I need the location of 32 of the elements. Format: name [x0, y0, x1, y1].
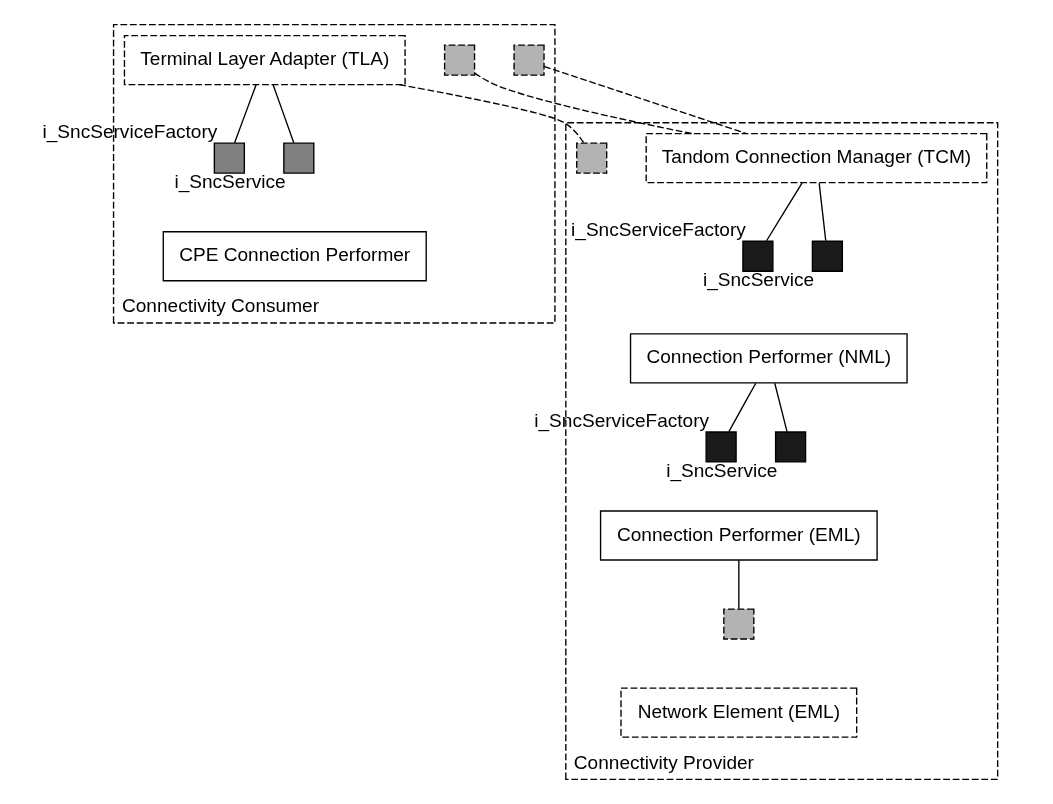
- connector: [765, 182, 803, 242]
- node-label: i_SncServiceFactory: [570, 219, 746, 241]
- node-box: [811, 240, 843, 272]
- node-box: CPE Connection Performer: [162, 231, 427, 282]
- node-box: Tandom Connection Manager (TCM): [645, 132, 987, 184]
- connector: [272, 84, 294, 144]
- node-box: Connection Performer (NML): [629, 333, 908, 384]
- node-box: Connection Performer (EML): [599, 510, 878, 561]
- node-box: Terminal Layer Adapter (TLA): [123, 34, 406, 86]
- node-box: Network Element (EML): [619, 687, 857, 738]
- connector: [737, 559, 739, 610]
- connector: [233, 84, 257, 144]
- node-label: i_SncServiceFactory: [533, 409, 709, 431]
- node-box: [704, 431, 737, 463]
- node-box: [774, 431, 806, 463]
- node-box: [741, 240, 774, 272]
- connector: [727, 382, 756, 433]
- node-label: i_SncService: [702, 269, 814, 291]
- connector: [773, 382, 788, 433]
- node-label: i_SncService: [173, 171, 286, 193]
- node-label: i_SncServiceFactory: [42, 121, 217, 142]
- node-box: [722, 608, 754, 640]
- connector: [542, 65, 747, 135]
- node-label: i_SncService: [665, 460, 777, 482]
- node-box: [512, 44, 545, 76]
- node-box: [575, 142, 607, 174]
- node-box: [213, 142, 245, 174]
- connector: [473, 72, 693, 135]
- connector: [818, 182, 826, 242]
- connector: [397, 83, 584, 144]
- node-box: [443, 44, 475, 76]
- node-box: [282, 142, 314, 174]
